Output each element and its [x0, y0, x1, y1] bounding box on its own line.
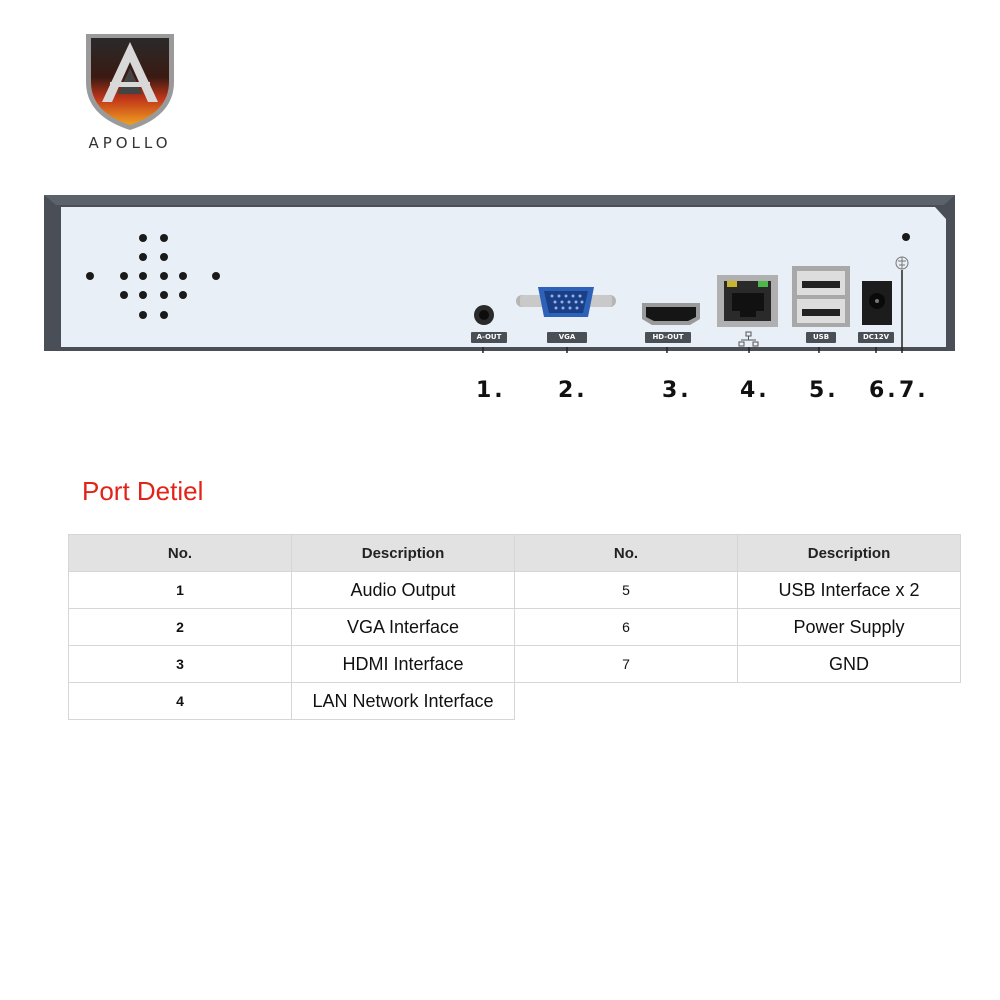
table-cell-description: VGA Interface — [291, 608, 515, 646]
brand-name: APOLLO — [88, 134, 172, 152]
dc-jack — [862, 281, 892, 325]
table-cell-description: GND — [737, 645, 961, 683]
header-no: No. — [68, 534, 292, 572]
port-label-a-out: A-OUT — [471, 332, 507, 343]
table-row: 1 Audio Output 5 USB Interface x 2 — [68, 571, 961, 609]
table-cell-description: HDMI Interface — [291, 645, 515, 683]
header-description-2: Description — [737, 534, 961, 572]
leader-lines — [482, 270, 903, 353]
callout-1: 1. — [476, 378, 506, 403]
table-cell-no: 6 — [514, 608, 738, 646]
table-cell-no: 3 — [68, 645, 292, 683]
table-cell-empty — [515, 683, 738, 720]
table-cell-no: 1 — [68, 571, 292, 609]
lan-port — [717, 275, 778, 327]
table-cell-no: 7 — [514, 645, 738, 683]
table-cell-empty — [738, 683, 961, 720]
callout-7: 7. — [899, 378, 929, 403]
table-cell-description: Audio Output — [291, 571, 515, 609]
reset-hole — [902, 233, 910, 241]
table-header-row: No. Description No. Description — [68, 534, 961, 572]
header-no-2: No. — [514, 534, 738, 572]
audio-jack — [474, 305, 494, 325]
usb-ports — [792, 266, 850, 327]
table-cell-description: LAN Network Interface — [291, 682, 515, 720]
table-row: 4 LAN Network Interface — [68, 682, 961, 720]
port-label-usb: USB — [806, 332, 836, 343]
shield-icon — [86, 34, 174, 130]
callout-5: 5. — [809, 378, 839, 403]
table-row: 3 HDMI Interface 7 GND — [68, 645, 961, 683]
table-cell-no: 5 — [514, 571, 738, 609]
callout-2: 2. — [558, 378, 588, 403]
section-title: Port Detiel — [82, 476, 204, 506]
hdmi-port — [642, 303, 700, 325]
table-cell-description: Power Supply — [737, 608, 961, 646]
port-label-vga: VGA — [547, 332, 587, 343]
table-cell-description: USB Interface x 2 — [737, 571, 961, 609]
network-icon — [738, 331, 759, 347]
callout-6: 6. — [869, 378, 899, 403]
callout-3: 3. — [662, 378, 692, 403]
table-cell-no: 4 — [68, 682, 292, 720]
vga-port — [516, 287, 616, 317]
port-label-hd-out: HD-OUT — [645, 332, 691, 343]
vent-holes — [86, 234, 220, 319]
ground-screw — [895, 256, 909, 270]
table-cell-no: 2 — [68, 608, 292, 646]
port-detail-table: No. Description No. Description 1 Audio … — [68, 534, 961, 720]
header-description: Description — [291, 534, 515, 572]
port-label-dc12v: DC12V — [858, 332, 894, 343]
apollo-logo: APOLLO — [60, 28, 200, 158]
callout-4: 4. — [740, 378, 770, 403]
nvr-back-panel: A-OUT VGA HD-OUT USB DC12V — [44, 195, 955, 353]
table-row: 2 VGA Interface 6 Power Supply — [68, 608, 961, 646]
